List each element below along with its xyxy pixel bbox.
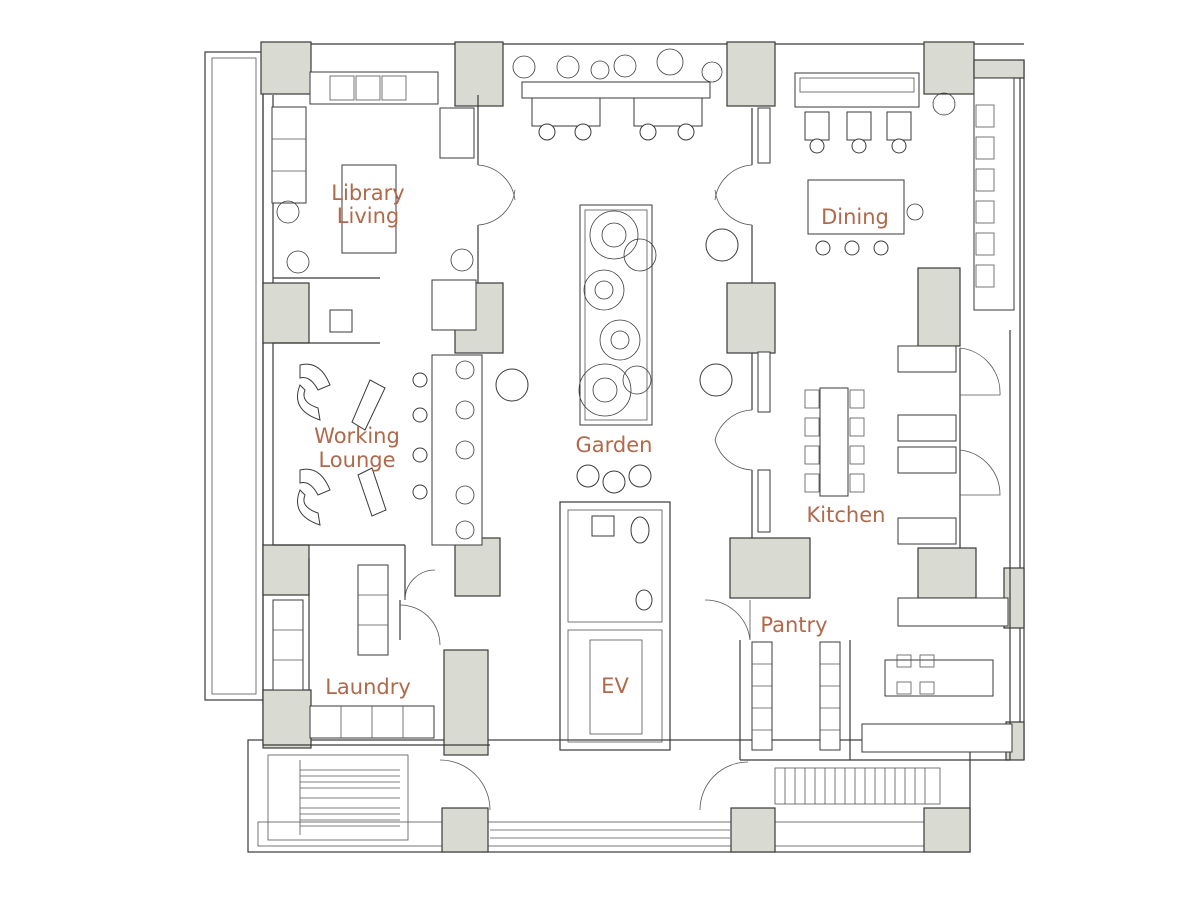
room-label-dining: Dining (821, 205, 889, 229)
doors (399, 164, 1001, 811)
room-label-lounge: Lounge (318, 448, 395, 472)
room-label-laundry: Laundry (325, 675, 411, 699)
room-labels: Library Living Dining Working Lounge Gar… (314, 181, 889, 699)
garden-furniture (495, 81, 771, 533)
interior-walls (263, 95, 1011, 761)
dining-furniture (794, 72, 1015, 311)
room-label-working: Working (314, 424, 400, 448)
room-label-living: Living (337, 204, 399, 228)
room-label-pantry: Pantry (760, 613, 827, 637)
library-living-furniture (271, 71, 477, 333)
outer-walls (204, 43, 1025, 853)
room-label-kitchen: Kitchen (807, 503, 886, 527)
kitchen-furniture (804, 345, 1013, 753)
structural-columns (260, 41, 1025, 853)
laundry-furniture (272, 564, 435, 739)
pantry-furniture (751, 641, 841, 751)
core (559, 501, 671, 751)
room-label-library: Library (331, 181, 404, 205)
room-label-garden: Garden (576, 433, 653, 457)
room-label-ev: EV (601, 674, 629, 698)
stairs (267, 754, 941, 841)
